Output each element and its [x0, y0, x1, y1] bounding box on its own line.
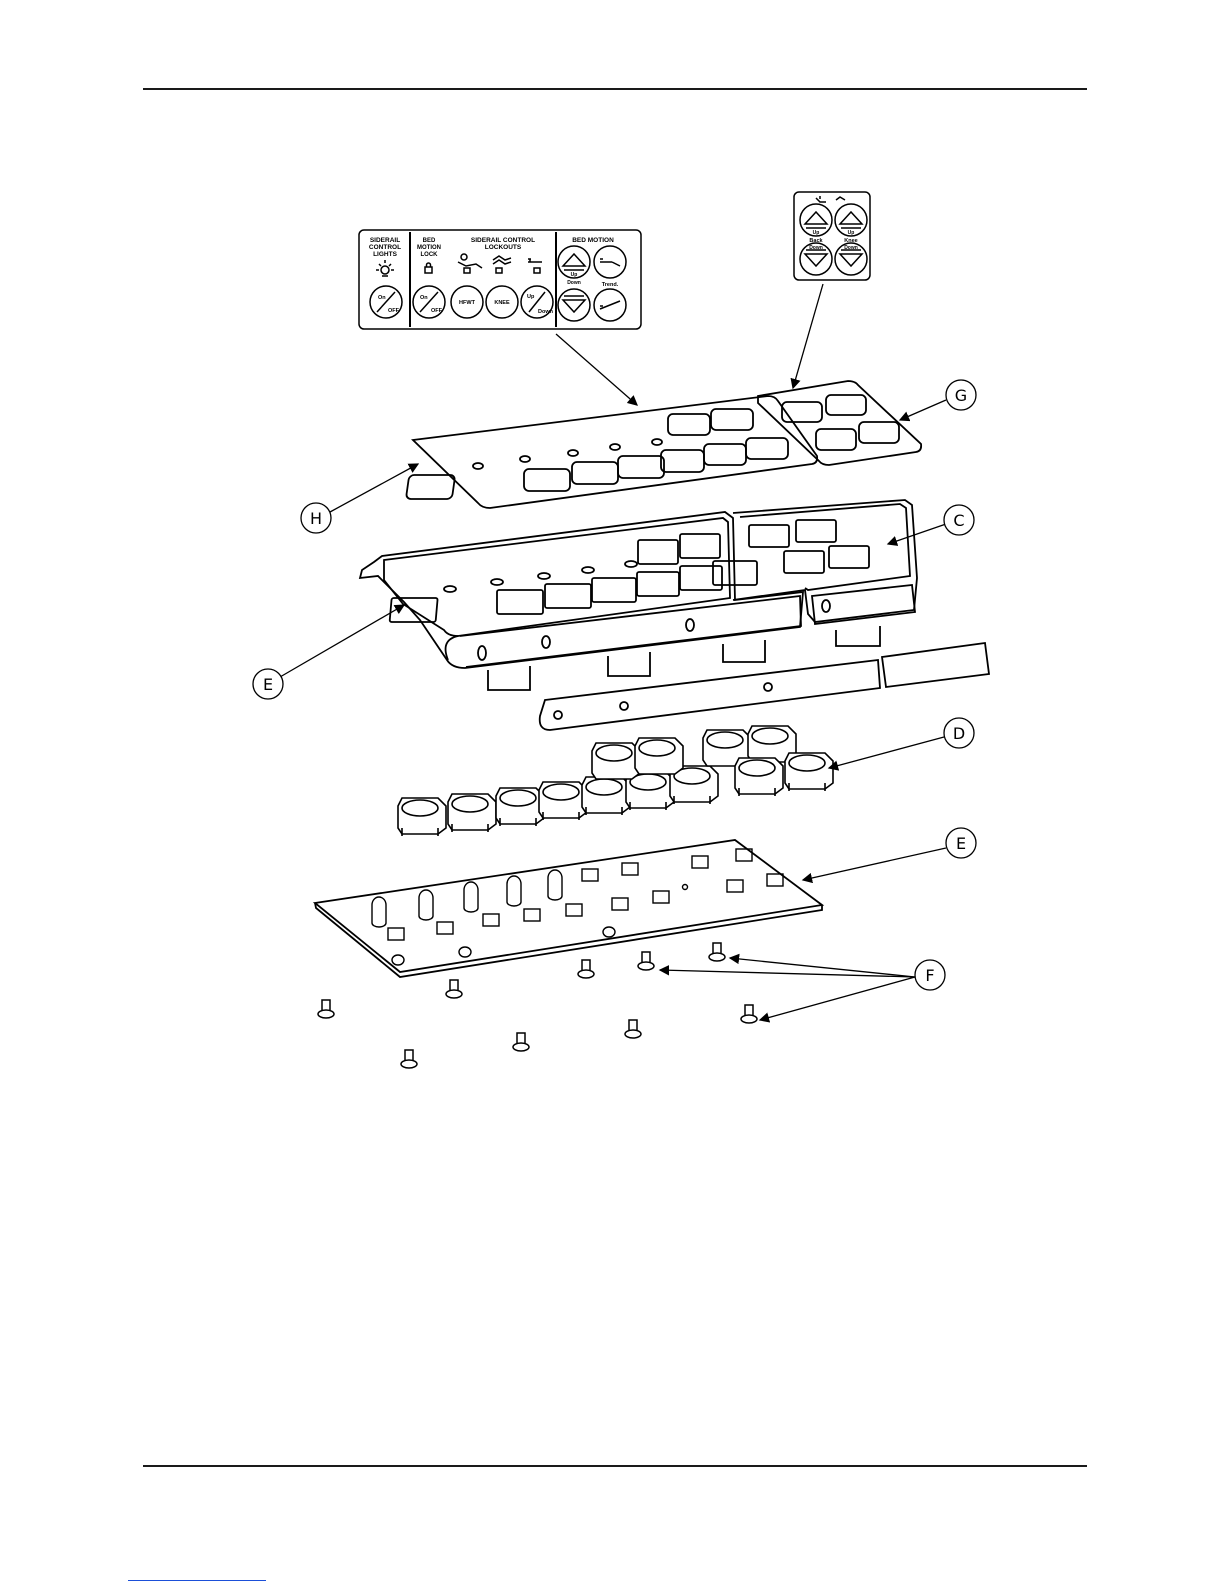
small-down-left: Down [809, 245, 823, 251]
callout-e-upper: E [253, 669, 283, 699]
callout-c: C [944, 505, 974, 535]
svg-text:C: C [953, 511, 964, 530]
blank-label [882, 643, 989, 687]
part-h-membrane [406, 396, 817, 508]
small-up-right: Up [848, 230, 855, 236]
lock-heading-3: LOCK [421, 252, 439, 258]
part-e-circuit-board [315, 840, 822, 977]
lock-heading-1: BED [423, 238, 436, 244]
hfwt-lockout-icon [458, 254, 482, 273]
svg-text:F: F [925, 966, 934, 985]
bed-down-button [558, 289, 590, 321]
knee-label: KNEE [494, 300, 510, 306]
lights-heading-1: SIDERAIL [370, 237, 400, 244]
part-f-screws [318, 943, 757, 1068]
small-overlay-leader [793, 284, 823, 388]
bed-lockout-icon [528, 259, 542, 273]
knee-head-icon [836, 197, 845, 200]
lockouts-heading-1: SIDERAIL CONTROL [471, 237, 535, 244]
small-control-overlay: Up Up Back Knee Down Down [794, 192, 870, 280]
bed-up-label: Up [571, 272, 578, 278]
trim-strip [540, 660, 880, 730]
part-d-keycaps [398, 726, 833, 836]
callout-h: H [301, 503, 331, 533]
part-g-membrane [758, 381, 921, 465]
svg-text:E: E [956, 834, 966, 853]
svg-text:G: G [955, 386, 967, 405]
small-up-left: Up [813, 230, 820, 236]
callout-g: G [946, 380, 976, 410]
callout-f: F [915, 960, 945, 990]
padlock-icon [425, 263, 432, 273]
small-down-right: Down [844, 245, 858, 251]
svg-text:E: E [263, 675, 273, 694]
bed-motion-heading: BED MOTION [572, 237, 614, 244]
lock-off-label: OFF [431, 308, 443, 314]
svg-text:H: H [310, 509, 322, 528]
hfwt-label: HFWT [459, 300, 476, 306]
lights-off-label: OFF [388, 308, 400, 314]
lockouts-heading-2: LOCKOUTS [485, 244, 522, 251]
lights-heading-3: LIGHTS [373, 251, 397, 258]
knee-lockout-icon [493, 256, 511, 273]
callout-d: D [944, 718, 974, 748]
back-head-icon [816, 196, 826, 202]
main-overlay-leader [556, 334, 637, 405]
callout-e-lower: E [946, 828, 976, 858]
lock-heading-2: MOTION [417, 245, 441, 251]
main-control-overlay: SIDERAIL CONTROL LIGHTS On OFF BED MOTIO… [359, 230, 641, 329]
svg-text:D: D [953, 724, 965, 743]
trend-label: Trend. [602, 282, 619, 288]
light-bulb-icon [376, 260, 394, 276]
updown-down-label: Down [538, 309, 554, 315]
updown-up-label: Up [527, 294, 535, 300]
lock-on-label: On [420, 295, 428, 301]
bed-down-label: Down [567, 280, 581, 286]
housing-bezel [360, 500, 917, 690]
lights-heading-2: CONTROL [369, 244, 401, 251]
lights-on-label: On [378, 295, 386, 301]
